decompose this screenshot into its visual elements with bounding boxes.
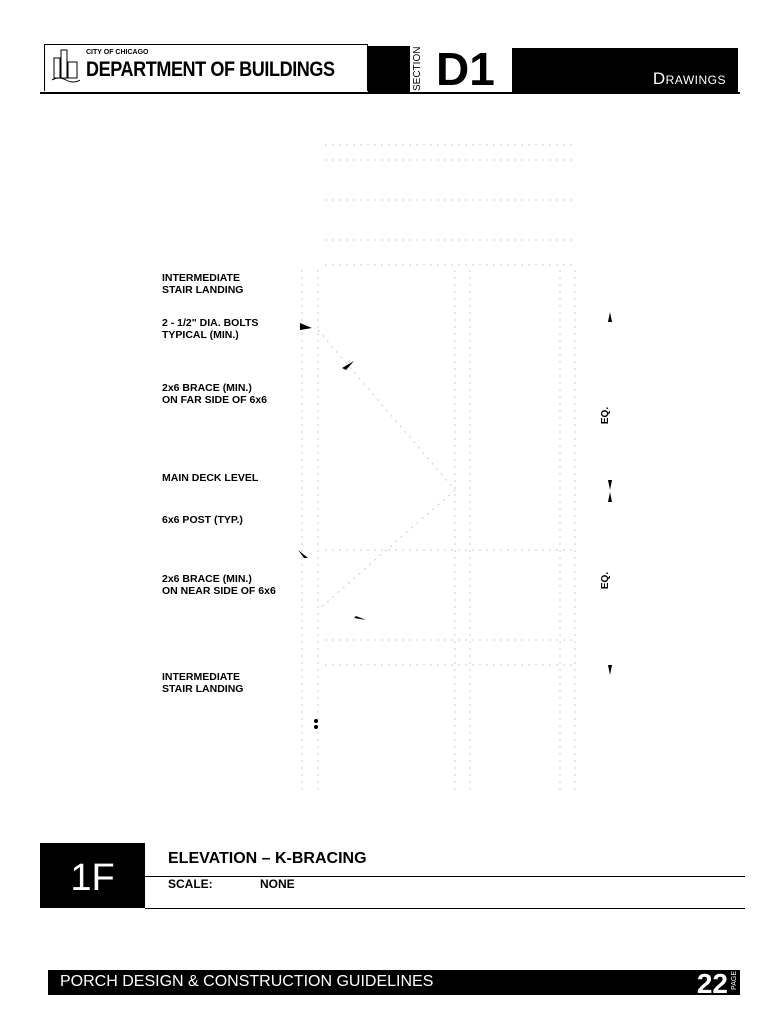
callout-line: ON NEAR SIDE OF 6x6 (162, 585, 276, 597)
section-title-box: Drawings (512, 48, 738, 93)
dimension-eq-upper: EQ. (600, 406, 612, 425)
header-black-block (368, 46, 410, 92)
section-number: D1 (436, 43, 495, 95)
callout-post: 6x6 POST (TYP.) (162, 514, 243, 526)
callout-line: ON FAR SIDE OF 6x6 (162, 394, 268, 406)
callout-line: STAIR LANDING (162, 683, 244, 695)
page-label: PAGE (731, 971, 738, 990)
city-label: CITY OF CHICAGO (86, 49, 149, 56)
callout-brace-far-side: 2x6 BRACE (MIN.)ON FAR SIDE OF 6x6 (162, 382, 267, 406)
callout-line: INTERMEDIATE (162, 272, 240, 284)
department-name: DEPARTMENT OF BUILDINGS (86, 58, 335, 81)
callout-line: INTERMEDIATE (162, 671, 240, 683)
header-rule (40, 92, 740, 94)
scale-rule (145, 908, 745, 909)
title-rule (145, 876, 745, 877)
figure-number-box: 1F (40, 843, 145, 908)
page-number: 22 (696, 968, 728, 999)
k-bracing-elevation-drawing (298, 144, 612, 790)
callout-line: 2x6 BRACE (MIN.) (162, 573, 252, 585)
callout-brace-near-side: 2x6 BRACE (MIN.)ON NEAR SIDE OF 6x6 (162, 573, 276, 597)
scale-label: SCALE: (168, 877, 213, 891)
section-title: Drawings (652, 69, 726, 88)
footer-title: PORCH DESIGN & CONSTRUCTION GUIDELINES (60, 973, 434, 990)
section-label: SECTION (412, 46, 423, 92)
callout-line: 2x6 BRACE (MIN.) (162, 382, 252, 394)
header-box (44, 44, 368, 91)
callout-line: MAIN DECK LEVEL (162, 472, 259, 484)
callout-line: 2 - 1/2" DIA. BOLTS (162, 317, 259, 329)
callout-line: 6x6 POST (TYP.) (162, 514, 243, 526)
callout-line: STAIR LANDING (162, 284, 244, 296)
dimension-eq-lower: EQ. (600, 571, 612, 590)
callout-main-deck-level: MAIN DECK LEVEL (162, 472, 258, 484)
chicago-skyline-logo-icon (52, 49, 80, 83)
callout-line: TYPICAL (MIN.) (162, 329, 239, 341)
scale-value: NONE (260, 877, 295, 891)
footer-bar: PORCH DESIGN & CONSTRUCTION GUIDELINES 2… (48, 968, 740, 999)
figure-title: ELEVATION – K-BRACING (168, 850, 367, 867)
